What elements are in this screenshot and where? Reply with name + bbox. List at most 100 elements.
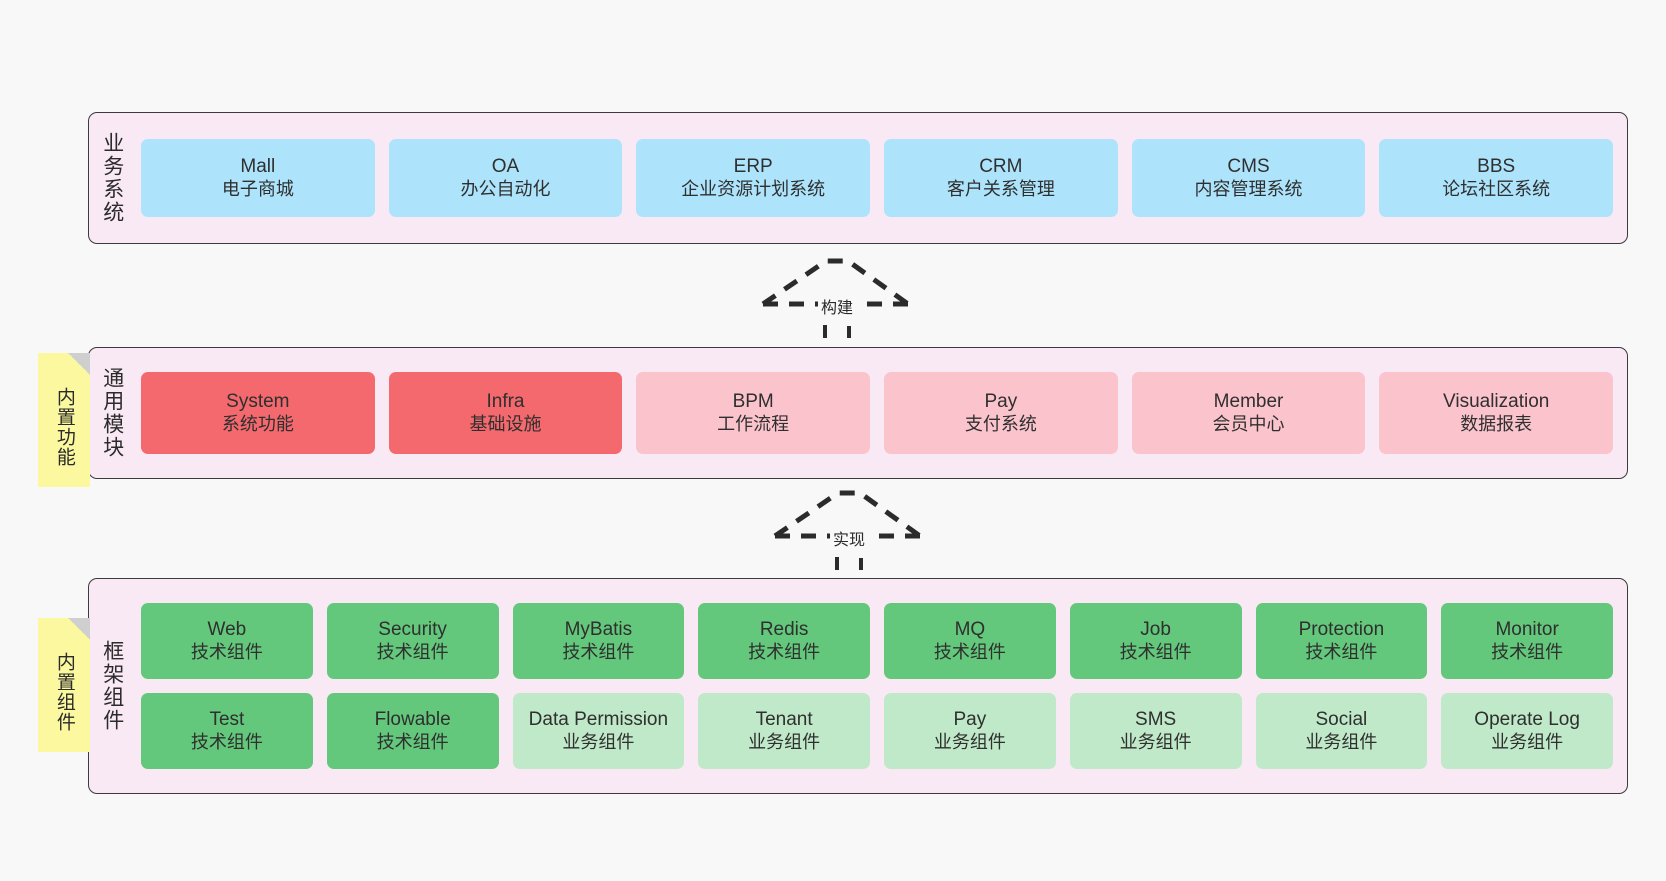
card-infra[interactable]: Infra 基础设施 (388, 372, 623, 454)
card-title: Pay (953, 709, 987, 731)
card-monitor[interactable]: Monitor 技术组件 (1441, 603, 1613, 679)
card-subtitle: 基础设施 (469, 413, 542, 434)
connector-implement-arrow: 实现 (772, 490, 922, 576)
card-subtitle: 业务组件 (1305, 731, 1378, 752)
card-erp[interactable]: ERP 企业资源计划系统 (636, 139, 871, 217)
card-crm[interactable]: CRM 客户关系管理 (884, 139, 1118, 217)
connector-build-label: 构建 (818, 294, 857, 318)
card-title: Mall (240, 156, 276, 178)
layer-title-common-module: 通用模块 (100, 367, 124, 459)
card-subtitle: 业务组件 (748, 731, 821, 752)
card-social[interactable]: Social 业务组件 (1255, 693, 1428, 769)
card-subtitle: 业务组件 (1119, 731, 1192, 752)
card-subtitle: 企业资源计划系统 (681, 178, 826, 199)
card-web[interactable]: Web 技术组件 (141, 603, 313, 679)
card-system[interactable]: System 系统功能 (141, 372, 375, 454)
card-cms[interactable]: CMS 内容管理系统 (1131, 139, 1366, 217)
connector-implement-label: 实现 (830, 526, 869, 550)
card-oa[interactable]: OA 办公自动化 (388, 139, 623, 217)
note-builtin-feature: 内置功能 (38, 353, 90, 487)
card-mq[interactable]: MQ 技术组件 (884, 603, 1056, 679)
card-title: Infra (486, 391, 525, 413)
card-title: Security (378, 619, 447, 641)
card-title: OA (491, 156, 520, 178)
card-sms[interactable]: SMS 业务组件 (1069, 693, 1242, 769)
card-pay[interactable]: Pay 支付系统 (884, 372, 1118, 454)
card-subtitle: 支付系统 (964, 413, 1037, 434)
card-title: Data Permission (528, 709, 669, 731)
card-subtitle: 技术组件 (190, 641, 263, 662)
note-fold-icon (68, 618, 90, 640)
card-subtitle: 技术组件 (376, 731, 449, 752)
card-title: Redis (759, 619, 809, 641)
layer-common-module: 通用模块 System 系统功能 Infra 基础设施 BPM 工作流程 Pay… (88, 347, 1628, 479)
card-operate-log[interactable]: Operate Log 业务组件 (1441, 693, 1613, 769)
card-visualization[interactable]: Visualization 数据报表 (1379, 372, 1614, 454)
layer-body-framework-component: Web 技术组件 Security 技术组件 MyBatis 技术组件 Redi… (135, 579, 1627, 793)
connector-build-arrow: 构建 (760, 258, 910, 344)
card-subtitle: 技术组件 (1305, 641, 1378, 662)
card-tenant[interactable]: Tenant 业务组件 (698, 693, 870, 769)
card-title: Flowable (374, 709, 451, 731)
card-title: Social (1315, 709, 1368, 731)
card-pay-component[interactable]: Pay 业务组件 (884, 693, 1056, 769)
card-title: MyBatis (564, 619, 633, 641)
card-title: Operate Log (1474, 709, 1580, 731)
card-subtitle: 系统功能 (221, 413, 294, 434)
card-mybatis[interactable]: MyBatis 技术组件 (512, 603, 685, 679)
card-row: Test 技术组件 Flowable 技术组件 Data Permission … (141, 693, 1613, 769)
layer-body-business-system: Mall 电子商城 OA 办公自动化 ERP 企业资源计划系统 CRM 客户关系… (135, 113, 1627, 243)
card-test[interactable]: Test 技术组件 (141, 693, 313, 769)
card-title: Job (1140, 619, 1171, 641)
layer-business-system: 业务系统 Mall 电子商城 OA 办公自动化 ERP 企业资源计划系统 CRM… (88, 112, 1628, 244)
card-title: System (226, 391, 290, 413)
card-subtitle: 客户关系管理 (946, 178, 1055, 199)
card-title: MQ (954, 619, 986, 641)
card-title: Member (1213, 391, 1284, 413)
card-title: Visualization (1443, 391, 1550, 413)
card-redis[interactable]: Redis 技术组件 (698, 603, 870, 679)
card-title: Pay (984, 391, 1018, 413)
card-bpm[interactable]: BPM 工作流程 (636, 372, 871, 454)
note-label: 内置组件 (53, 652, 75, 732)
card-title: Test (209, 709, 245, 731)
card-row: Web 技术组件 Security 技术组件 MyBatis 技术组件 Redi… (141, 603, 1613, 679)
card-subtitle: 技术组件 (1491, 641, 1564, 662)
card-bbs[interactable]: BBS 论坛社区系统 (1379, 139, 1614, 217)
card-subtitle: 论坛社区系统 (1442, 178, 1551, 199)
card-subtitle: 技术组件 (933, 641, 1006, 662)
card-job[interactable]: Job 技术组件 (1069, 603, 1242, 679)
card-subtitle: 办公自动化 (460, 178, 551, 199)
card-subtitle: 技术组件 (376, 641, 449, 662)
card-subtitle: 业务组件 (1491, 731, 1564, 752)
card-row: System 系统功能 Infra 基础设施 BPM 工作流程 Pay 支付系统… (141, 372, 1614, 454)
layer-title-business-system: 业务系统 (100, 132, 124, 224)
card-subtitle: 内容管理系统 (1194, 178, 1303, 199)
card-title: ERP (733, 156, 773, 178)
note-label: 内置功能 (53, 387, 75, 467)
card-title: Tenant (755, 709, 813, 731)
card-flowable[interactable]: Flowable 技术组件 (326, 693, 499, 769)
card-subtitle: 业务组件 (562, 731, 635, 752)
card-row: Mall 电子商城 OA 办公自动化 ERP 企业资源计划系统 CRM 客户关系… (141, 139, 1614, 217)
card-protection[interactable]: Protection 技术组件 (1255, 603, 1428, 679)
card-subtitle: 技术组件 (748, 641, 821, 662)
card-member[interactable]: Member 会员中心 (1131, 372, 1366, 454)
layer-body-common-module: System 系统功能 Infra 基础设施 BPM 工作流程 Pay 支付系统… (135, 348, 1627, 478)
card-mall[interactable]: Mall 电子商城 (141, 139, 375, 217)
card-data-permission[interactable]: Data Permission 业务组件 (512, 693, 685, 769)
card-security[interactable]: Security 技术组件 (326, 603, 499, 679)
card-title: Monitor (1495, 619, 1559, 641)
card-title: CMS (1227, 156, 1270, 178)
card-subtitle: 技术组件 (190, 731, 263, 752)
card-title: CRM (979, 156, 1023, 178)
note-builtin-component: 内置组件 (38, 618, 90, 752)
card-subtitle: 技术组件 (562, 641, 635, 662)
card-title: SMS (1135, 709, 1177, 731)
card-subtitle: 会员中心 (1212, 413, 1285, 434)
card-title: Protection (1298, 619, 1385, 641)
note-fold-icon (68, 353, 90, 375)
card-subtitle: 业务组件 (933, 731, 1006, 752)
card-subtitle: 工作流程 (717, 413, 790, 434)
